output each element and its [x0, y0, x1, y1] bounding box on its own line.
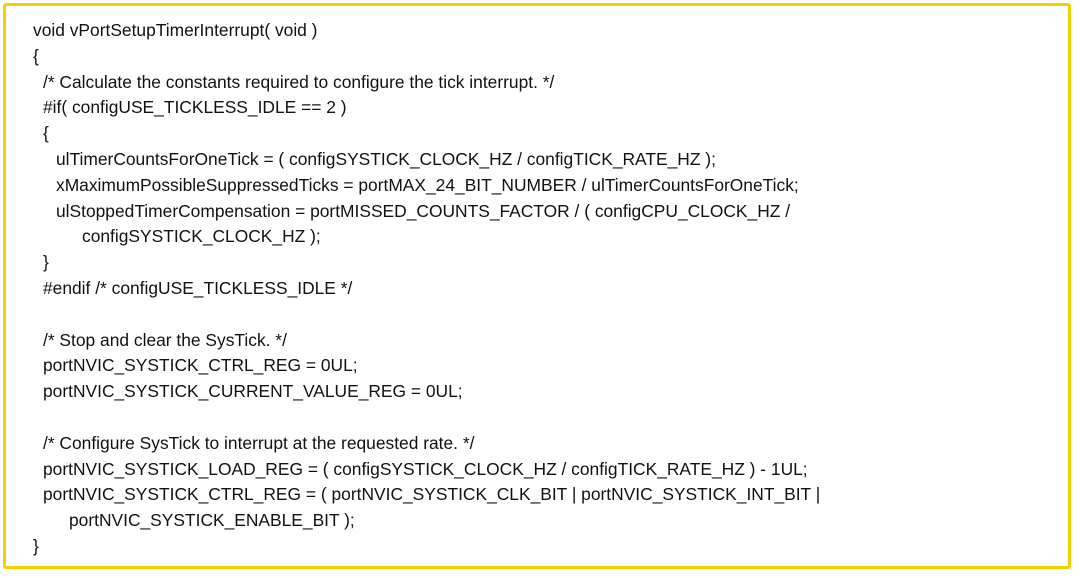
code-line: /* Calculate the constants required to c… — [43, 71, 555, 92]
code-line: ulTimerCountsForOneTick = ( configSYSTIC… — [56, 148, 716, 169]
code-line: /* Configure SysTick to interrupt at the… — [43, 432, 475, 453]
code-line: ulStoppedTimerCompensation = portMISSED_… — [56, 200, 791, 221]
code-line: portNVIC_SYSTICK_LOAD_REG = ( configSYST… — [43, 458, 808, 479]
code-listing-frame: void vPortSetupTimerInterrupt( void ) { … — [3, 3, 1071, 569]
code-line: configSYSTICK_CLOCK_HZ ); — [82, 226, 321, 247]
code-line: portNVIC_SYSTICK_CTRL_REG = ( portNVIC_S… — [43, 484, 821, 505]
code-line: { — [33, 45, 39, 66]
code-line: xMaximumPossibleSuppressedTicks = portMA… — [56, 174, 799, 195]
code-line: portNVIC_SYSTICK_ENABLE_BIT ); — [69, 510, 355, 531]
code-line: /* Stop and clear the SysTick. */ — [43, 329, 287, 350]
code-line: void vPortSetupTimerInterrupt( void ) — [33, 20, 318, 40]
blank-line — [6, 405, 1068, 431]
code-line: portNVIC_SYSTICK_CURRENT_VALUE_REG = 0UL… — [43, 381, 463, 402]
code-line: #endif /* configUSE_TICKLESS_IDLE */ — [43, 277, 353, 298]
code-line: portNVIC_SYSTICK_CTRL_REG = 0UL; — [43, 355, 358, 376]
blank-line — [6, 302, 1068, 328]
code-line: } — [43, 252, 49, 273]
code-line: { — [43, 123, 49, 144]
code-line: #if( configUSE_TICKLESS_IDLE == 2 ) — [43, 97, 347, 118]
code-line: } — [33, 535, 39, 556]
code-listing: void vPortSetupTimerInterrupt( void ) { … — [6, 18, 1068, 560]
